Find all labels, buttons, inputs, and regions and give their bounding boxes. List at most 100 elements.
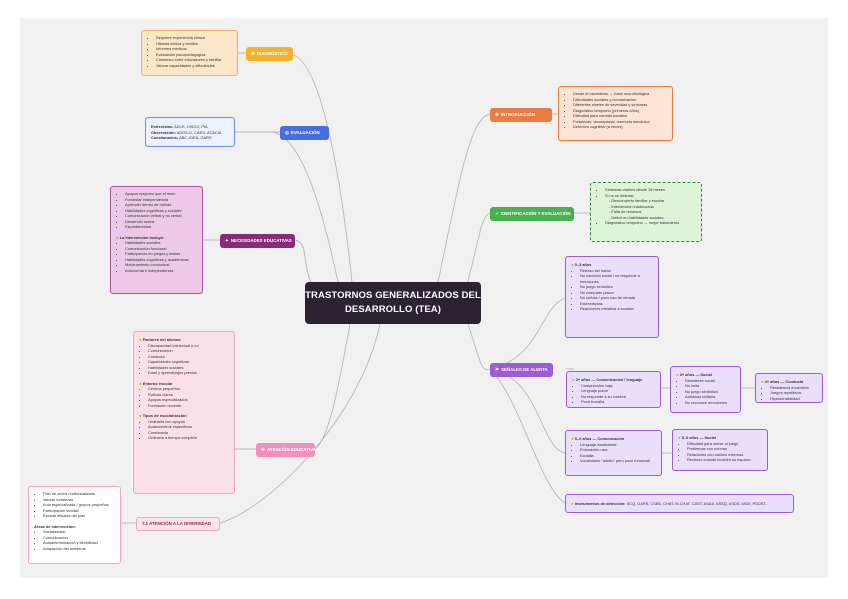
topic-senales[interactable]: ⚑ SEÑALES DE ALERTA (490, 363, 553, 377)
topic-label: NECESIDADES EDUCATIVAS (230, 238, 292, 243)
subheading: La intervención incluye: (119, 234, 165, 240)
list-item: Relaciones con adultos externas (687, 452, 762, 458)
mind-map-canvas: TRASTORNOS GENERALIZADOS DEL DESARROLLO … (20, 18, 828, 578)
subheading: 5–6 años — Comunicación (574, 436, 625, 441)
list-item: Lenguaje pobre (581, 388, 655, 394)
topic-atencion-educativa[interactable]: ❖ ATENCIÓN EDUCATIVA (256, 443, 316, 457)
list-item: Desinterés social (685, 378, 735, 384)
list-item: Deterioro cognitivo (a veces) (573, 124, 667, 130)
list-item: Centros pequeños (148, 386, 229, 392)
topic-label: DIAGNÓSTICO (256, 51, 288, 56)
list-item: Apoyos especializados (148, 397, 229, 403)
list-item: Historia clínica y familiar (156, 41, 232, 47)
topic-evaluacion[interactable]: ◎ EVALUACIÓN (280, 126, 329, 140)
identificacion-box: Síntomas visibles desde 18 meses Si no s… (590, 182, 702, 242)
list-item: Habilidades sociales (125, 240, 197, 246)
list-item: Aprender dentro de rutinas (125, 202, 197, 208)
list-item: Valorar capacidades y dificultades (156, 63, 232, 69)
dot-icon: ● (571, 436, 574, 441)
instrumentos-box: ● Instrumentos de detección: SCQ, GARS, … (565, 494, 794, 513)
list-item: Espontaneidad (125, 224, 197, 230)
book-icon: ❖ (261, 447, 266, 452)
list-item: Desarrollo motriz (125, 219, 197, 225)
senales-3-comunicacion-box: ● 3+ años — Comunicación / lenguaje Comp… (566, 371, 661, 408)
senales-5-social-box: ● 5–6 años — Social Dificultad para unir… (672, 429, 768, 471)
list-item: - Falta de recursos (609, 209, 642, 214)
senales-0-3-box: ● 0–3 años Retraso del habla No contacto… (565, 256, 659, 338)
list-item: Si no se detecta: (605, 193, 696, 199)
list-item: Diferentes niveles de severidad y síntom… (573, 102, 667, 108)
list-item: Evaluar eficacia del plan (43, 513, 115, 519)
list-item: Plan de acción individualizado (43, 491, 115, 497)
list-item: Actividad solitaria (685, 394, 735, 400)
subheading: Entorno escolar (142, 380, 173, 386)
dot-icon: ● (139, 337, 142, 342)
list-item: Lenguaje insuficiente (580, 442, 656, 448)
diversidad-box: Plan de acción individualizado Valorar f… (28, 486, 121, 564)
topic-label: IDENTIFICACIÓN Y EVALUACIÓN (500, 211, 571, 216)
list-item: Vocabulario "adulto" pero poco funcional (580, 458, 656, 464)
list-item: Diagnóstico temprano → mejor tratamiento (605, 220, 696, 226)
dot-icon: ● (678, 435, 681, 440)
list-item: No juego simbólico (580, 284, 653, 290)
list-item: Habilidades sociales (148, 365, 229, 371)
topic-label: 7.1 ATENCIÓN A LA DIVERSIDAD (142, 521, 212, 526)
dot-icon: ● (139, 380, 142, 386)
list-item: Síntomas visibles desde 18 meses (605, 187, 696, 193)
eval-key: Entrevistas: (151, 124, 174, 129)
eval-key: Cuestionarios: (151, 135, 179, 140)
topic-label: INTRODUCCIÓN (500, 112, 536, 117)
list-item: Diagnóstico temprano (primeros años) (573, 108, 667, 114)
list-item: Problemas con normas (687, 446, 762, 452)
list-item: No responde a su nombre (581, 394, 655, 400)
list-item: No imita (685, 383, 735, 389)
eval-value: ABC, IDEA, GARS (178, 135, 212, 140)
topic-label: SEÑALES DE ALERTA (501, 367, 548, 372)
list-item: Comunicación (148, 348, 229, 354)
list-item: Consenso entre educadores y familiar (156, 57, 232, 63)
eval-key: Observación: (151, 129, 176, 135)
link-sen-b1 (489, 297, 566, 370)
link-introduccion (437, 113, 491, 283)
list-item: No juego simbólico (685, 389, 735, 395)
dot-icon: ● (572, 377, 575, 382)
list-item: Valorar fortalezas (43, 497, 115, 503)
evaluacion-box: Entrevistas: ADI-R, DISCO, PIA Observaci… (145, 117, 235, 147)
list-item: Comunicación verbal y no verbal (125, 213, 197, 219)
introduccion-box: Desde el nacimiento → base neurobiológic… (558, 86, 673, 141)
list-item: Dificultad para unirse al juego (687, 441, 762, 447)
list-item: Habilidades cognitivas y académicas (125, 257, 197, 263)
subheading: 3+ años — Social (679, 372, 712, 377)
list-item: Formación docente (148, 403, 229, 409)
topic-introduccion[interactable]: ✱ INTRODUCCIÓN (490, 108, 552, 122)
instrumentos-value: SCQ, GARS, CSBS, CHAT, M-CHAT, CAST, ASA… (625, 501, 769, 506)
topic-diagnostico[interactable]: ✱ DIAGNÓSTICO (246, 47, 293, 61)
list-item: Evaluación psicopedagógica (156, 52, 232, 58)
list-item: Conducta (148, 354, 229, 360)
list-item: Desde el nacimiento → base neurobiológic… (573, 91, 667, 97)
search-icon: ◎ (285, 130, 290, 135)
link-sen-instr (489, 368, 566, 504)
list-item: No comparte placer (580, 290, 653, 296)
list-item: Combinada (148, 430, 229, 436)
list-item: Juegos repetitivos (770, 390, 817, 396)
link-senales (465, 317, 491, 371)
dot-icon: ● (676, 372, 679, 377)
topic-necesidades[interactable]: ✦ NECESIDADES EDUCATIVAS (220, 234, 295, 248)
list-item: Hipersensibilidad (770, 396, 817, 402)
star-icon: ✦ (225, 238, 229, 243)
list-item: No señala / poco uso de mirada (580, 295, 653, 301)
dot-icon: ● (116, 234, 119, 240)
topic-identificacion[interactable]: ✓ IDENTIFICACIÓN Y EVALUACIÓN (490, 207, 574, 221)
senales-3-conducta-box: ● 3+ años — Conducta Resistencia a cambi… (755, 373, 823, 403)
subheading: Factores del alumno (142, 337, 181, 342)
senales-3-social-box: ● 3+ años — Social Desinterés social No … (670, 366, 741, 413)
eval-value: ADOS-G, CARS, ACACIA (175, 129, 222, 135)
central-topic[interactable]: TRASTORNOS GENERALIZADOS DEL DESARROLLO … (305, 282, 481, 324)
list-item: Capacidades cognitivas (148, 359, 229, 365)
list-item: Aulas/centros específicos (148, 424, 229, 430)
list-item: Moldeamiento conductual (125, 262, 197, 268)
topic-diversidad[interactable]: 7.1 ATENCIÓN A LA DIVERSIDAD (136, 517, 220, 531)
diagnostico-box: Requiere experiencia clínica Historia cl… (141, 30, 238, 76)
list-item: Socialización (43, 529, 115, 535)
